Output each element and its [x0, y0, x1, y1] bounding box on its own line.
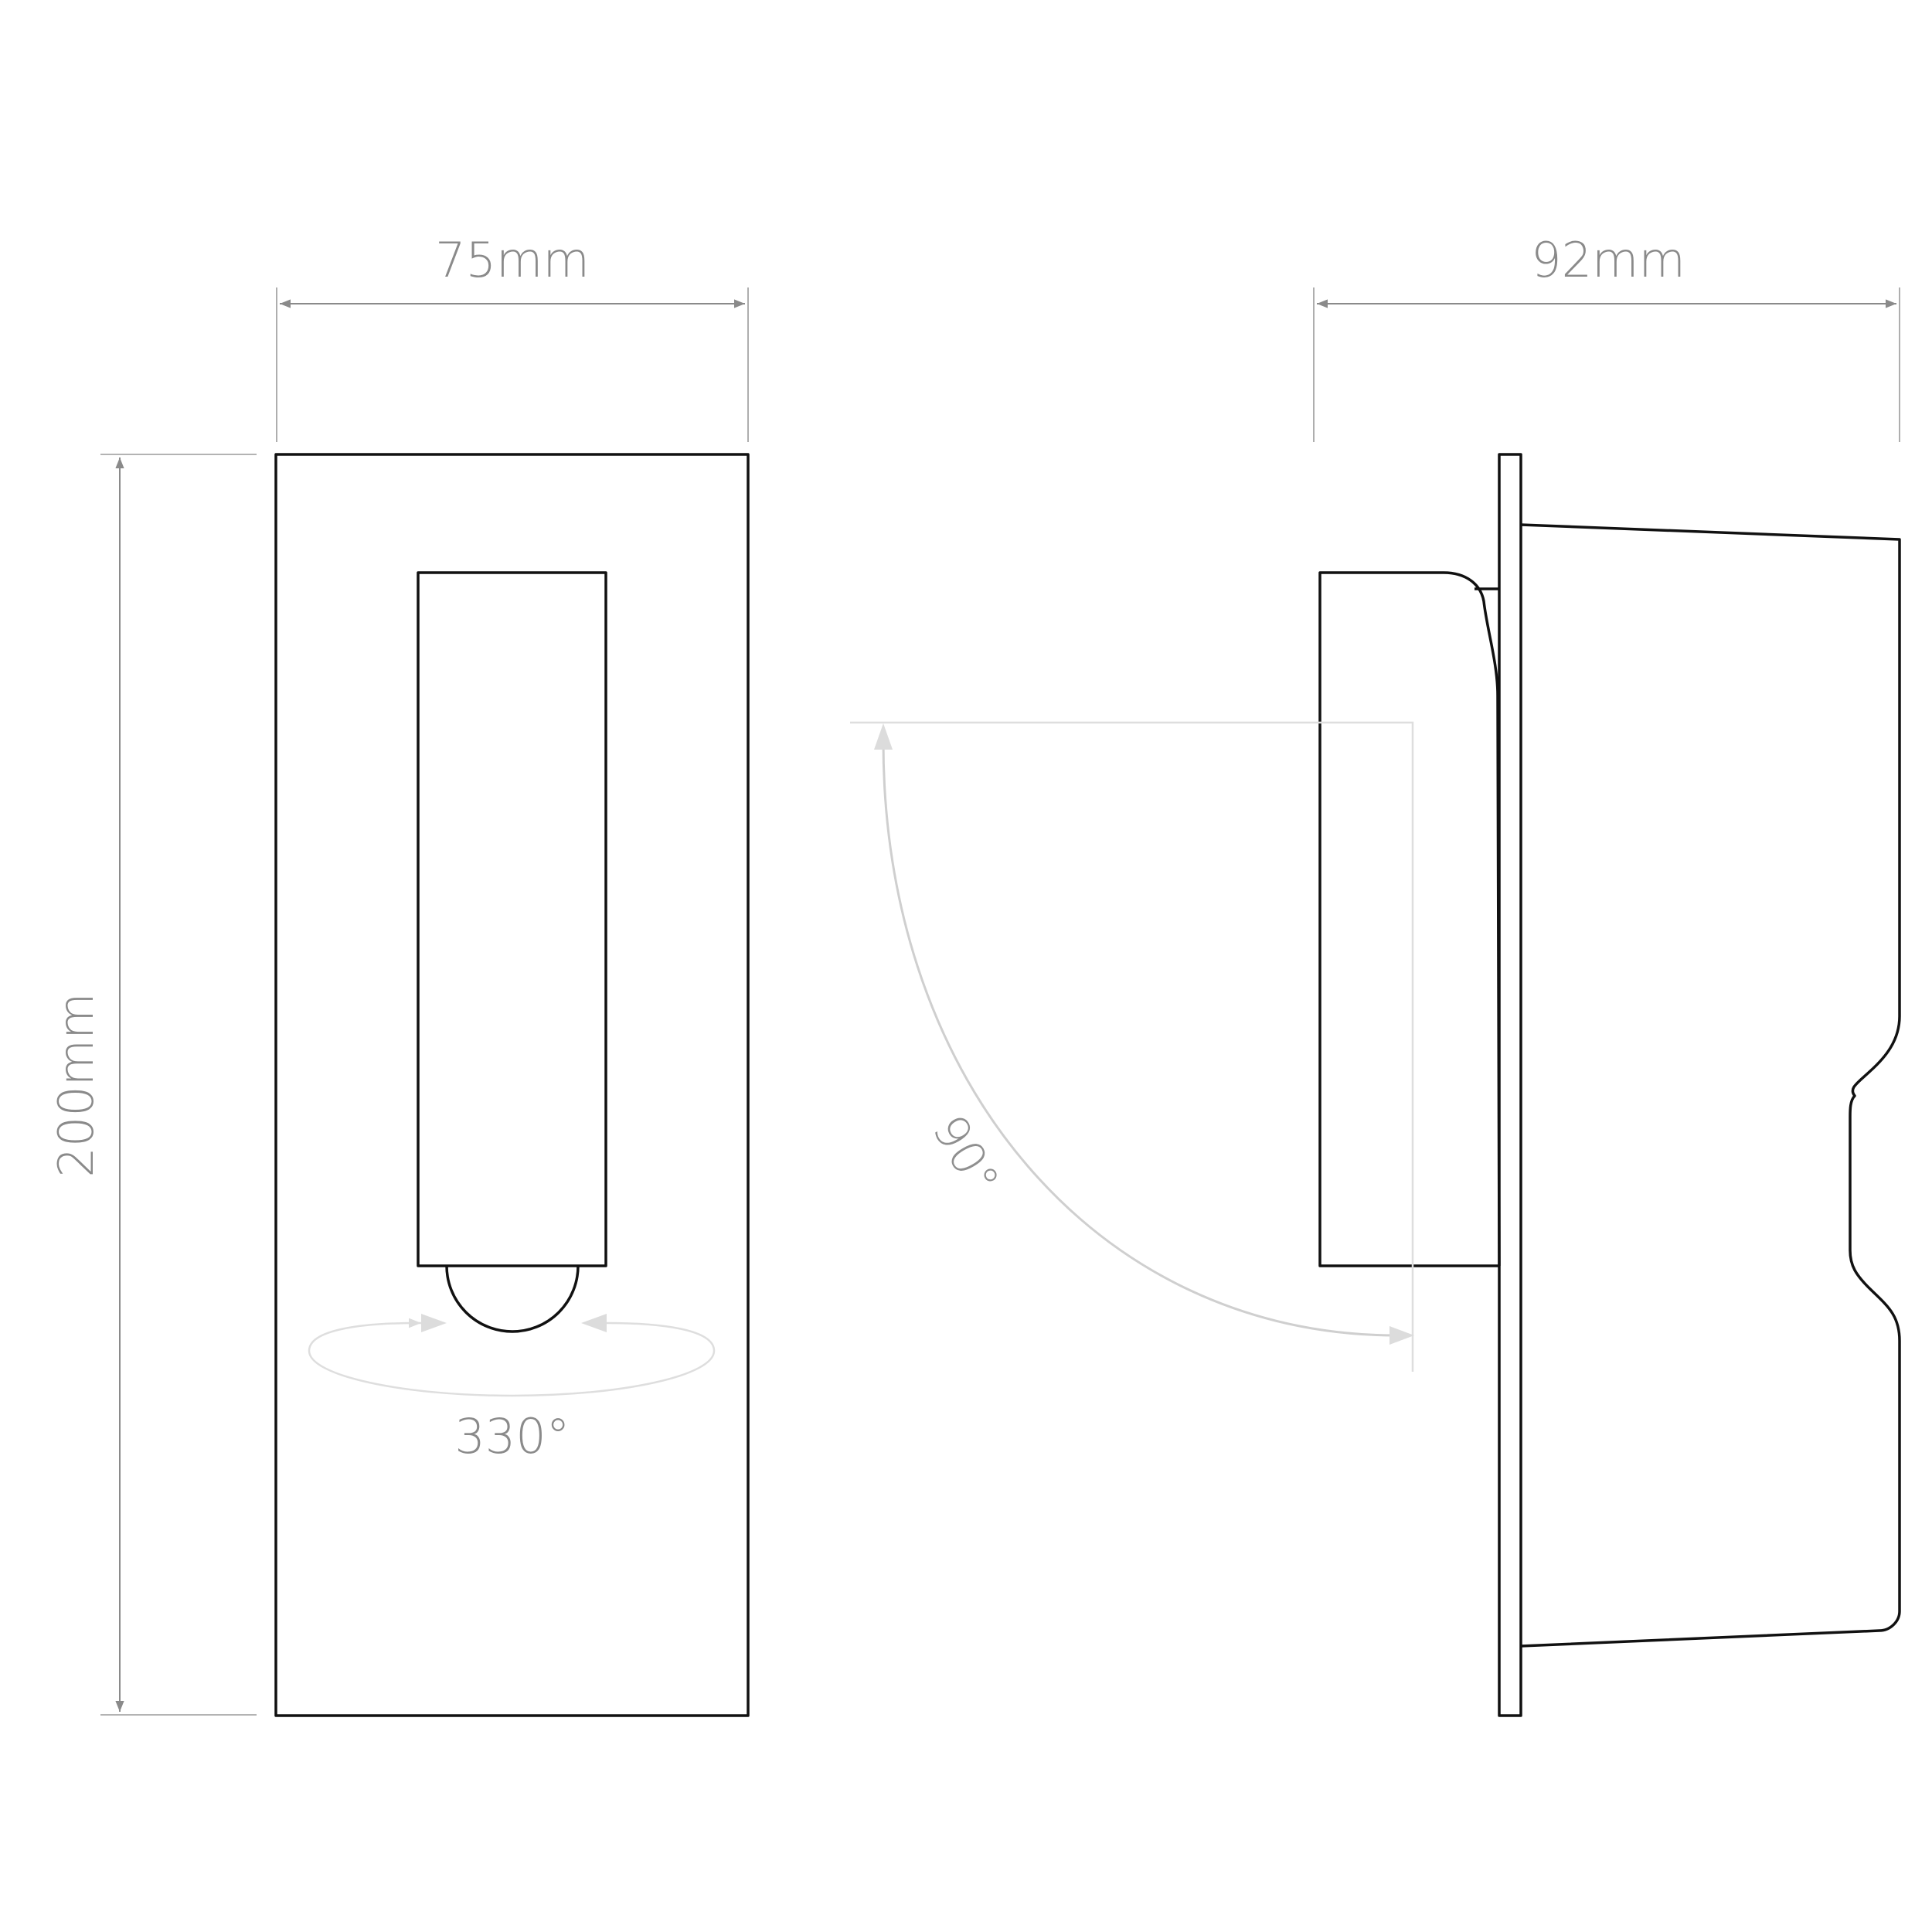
- side-recessed-housing: [1520, 523, 1901, 1648]
- side-view: [1318, 453, 1901, 1717]
- rotation-arrow-right-head: [581, 1314, 607, 1332]
- horizontal-rotation-label: 330°: [454, 1408, 570, 1464]
- side-faceplate: [1498, 453, 1522, 1717]
- rotation-arrow-left-head: [421, 1314, 447, 1332]
- height-dimension-label: 200mm: [48, 992, 104, 1177]
- width-dimension: 75mm: [276, 232, 749, 442]
- rotation-330-indicator: [308, 1314, 716, 1397]
- tilt-arrow-bottom-head: [1389, 1326, 1414, 1345]
- front-view: 330°: [274, 453, 750, 1717]
- depth-dimension-label: 92mm: [1531, 232, 1685, 288]
- front-reading-arm: [417, 571, 607, 1267]
- front-backplate: [274, 453, 750, 1717]
- side-reading-arm: [1318, 571, 1501, 1267]
- front-pivot-knuckle: [445, 1265, 580, 1333]
- width-dimension-label: 75mm: [435, 232, 590, 288]
- vertical-tilt-label: 90°: [921, 1106, 1009, 1204]
- tilt-arrow-top-head: [874, 723, 893, 750]
- depth-dimension: 92mm: [1313, 232, 1900, 442]
- height-dimension: 200mm: [48, 454, 257, 1716]
- tilt-90-indicator: 90°: [850, 721, 1414, 1372]
